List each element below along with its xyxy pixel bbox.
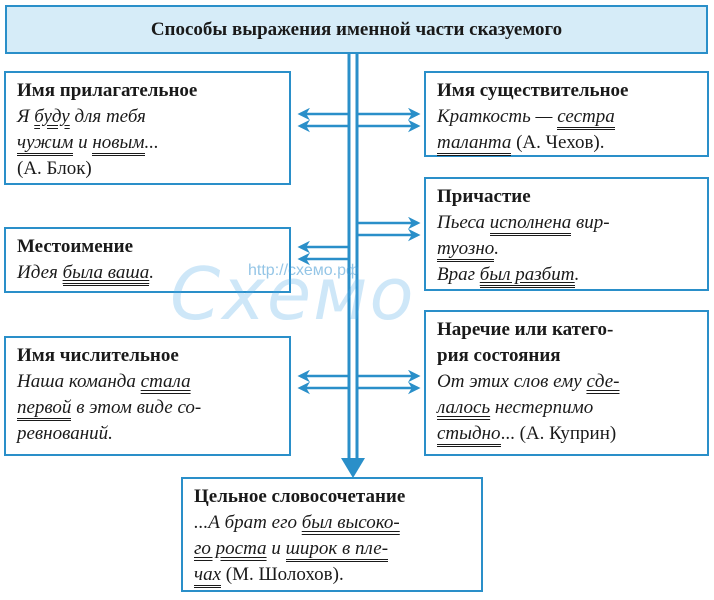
- numeral-text: в этом виде со-: [71, 397, 202, 418]
- adverb-heading: рия состояния: [437, 345, 561, 366]
- noun-source: (А. Чехов).: [511, 132, 605, 153]
- participle-text: Враг: [437, 264, 480, 285]
- watermark-logo: Схемо: [170, 252, 416, 336]
- numeral-text: первой: [17, 397, 72, 421]
- adverb-heading: Наречие или катего-: [437, 319, 614, 340]
- pronoun-text: была ваша: [62, 262, 150, 286]
- numeral-text: ревнований.: [17, 423, 113, 444]
- phrase-text: был высоко-: [301, 512, 400, 533]
- phrase-text: го роста: [194, 538, 267, 559]
- adverb-text: сде-: [586, 371, 620, 392]
- adjective-text: ...: [144, 132, 159, 153]
- participle-heading: Причастие: [437, 186, 531, 207]
- box-participle: Причастие Пьеса исполнена вир- туозно. В…: [424, 177, 709, 291]
- adjective-source: (А. Блок): [17, 158, 92, 179]
- adverb-text: От этих слов ему: [437, 371, 587, 392]
- box-phrase: Цельное словосочетание ...А брат его был…: [181, 477, 483, 592]
- participle-text: исполнена: [489, 212, 572, 236]
- box-pronoun: Местоимение Идея была ваша.: [4, 227, 291, 293]
- participle-text: .: [494, 238, 500, 259]
- noun-text: сестра: [557, 106, 615, 130]
- phrase-source: (М. Шолохов).: [221, 564, 344, 585]
- box-numeral: Имя числительное Наша команда стала перв…: [4, 336, 291, 456]
- adverb-text: лалось: [437, 397, 491, 418]
- diagram-title: Способы выражения именной части сказуемо…: [5, 5, 708, 54]
- box-noun: Имя существительное Краткость — сестра т…: [424, 71, 709, 157]
- pronoun-heading: Местоимение: [17, 236, 134, 257]
- adjective-text: для тебя: [69, 106, 146, 127]
- pronoun-text: Идея: [17, 262, 63, 283]
- phrase-text: чах: [194, 564, 221, 588]
- participle-text: был разбит: [479, 264, 575, 288]
- participle-text: туозно: [437, 238, 495, 262]
- numeral-text: стала: [140, 371, 191, 392]
- adverb-text: нестерпимо: [490, 397, 594, 418]
- phrase-text: ...А брат его: [194, 512, 302, 533]
- noun-text: Краткость —: [437, 106, 558, 127]
- adjective-heading: Имя прилагательное: [17, 80, 198, 101]
- adjective-text: Я: [17, 106, 35, 127]
- watermark-url: http://схемо.рф: [248, 262, 360, 279]
- adverb-source: ... (А. Куприн): [500, 423, 617, 444]
- participle-text: Пьеса: [437, 212, 490, 233]
- participle-text: .: [574, 264, 580, 285]
- noun-text: таланта: [437, 132, 512, 156]
- arrow-phrase: [341, 458, 365, 478]
- phrase-text: широк в пле-: [285, 538, 389, 562]
- adjective-text: буду: [34, 106, 70, 127]
- adverb-text: стыдно: [437, 423, 501, 447]
- phrase-heading: Цельное словосочетание: [194, 486, 406, 507]
- adjective-text: чужим: [17, 132, 74, 156]
- adjective-text: новым: [92, 132, 145, 156]
- noun-heading: Имя существительное: [437, 80, 629, 101]
- participle-text: вир-: [571, 212, 610, 233]
- numeral-heading: Имя числительное: [17, 345, 179, 366]
- adjective-text: и: [73, 132, 93, 153]
- numeral-text: Наша команда: [17, 371, 141, 392]
- box-adjective: Имя прилагательное Я буду для тебя чужим…: [4, 71, 291, 185]
- box-adverb: Наречие или катего- рия состояния От эти…: [424, 310, 709, 456]
- pronoun-text: .: [149, 262, 154, 283]
- phrase-text: и: [266, 538, 286, 559]
